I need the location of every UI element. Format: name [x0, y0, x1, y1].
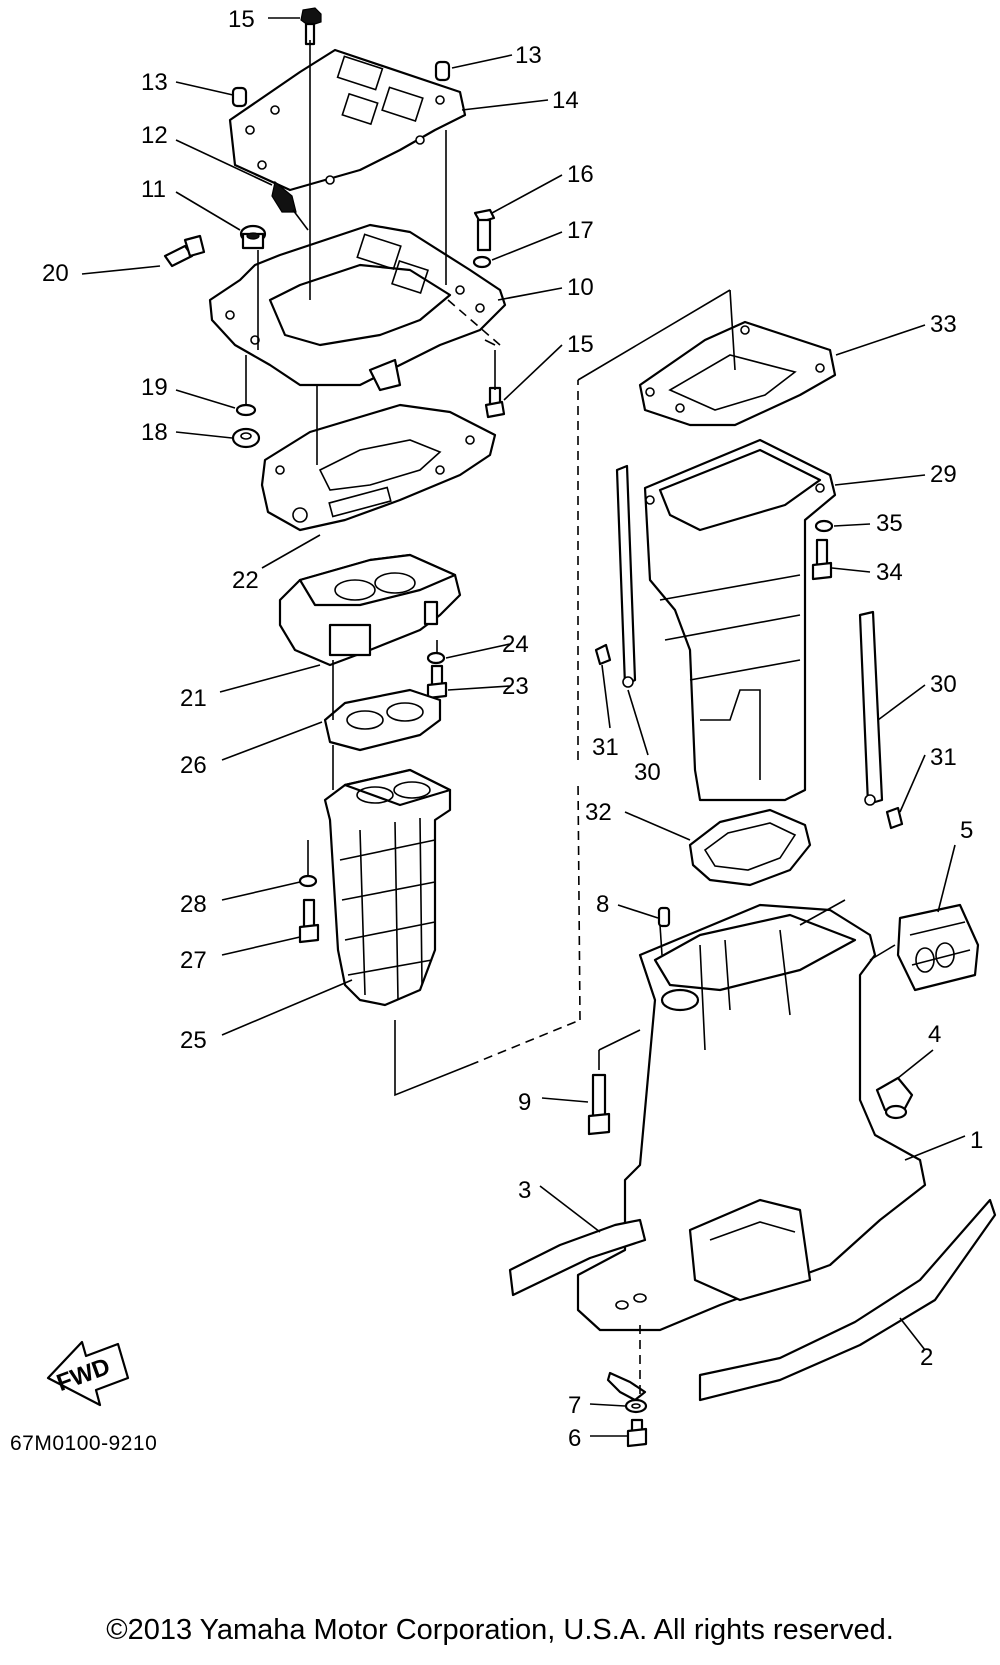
- gasket-22: [260, 403, 497, 532]
- callout-5: 5: [960, 817, 973, 844]
- grommet-4: [875, 1076, 914, 1120]
- callout-7: 7: [568, 1392, 581, 1419]
- callout-2: 2: [920, 1344, 933, 1371]
- washer-24: [426, 651, 446, 665]
- callout-24: 24: [502, 631, 529, 658]
- callout-23: 23: [502, 673, 529, 700]
- callout-25: 25: [180, 1027, 207, 1054]
- callout-21: 21: [180, 685, 207, 712]
- callout-labels: 15 13 13 14 12 11 16 17 20 10 33 15 19 1…: [42, 6, 983, 1452]
- leader-lines: [81, 17, 966, 1437]
- callout-33: 33: [930, 311, 957, 338]
- exhaust-guide-21: [278, 553, 462, 667]
- callout-9: 9: [518, 1089, 531, 1116]
- oil-pan-29: [643, 438, 837, 802]
- callout-22: 22: [232, 567, 259, 594]
- callout-13-left: 13: [141, 69, 168, 96]
- washer-19: [235, 403, 257, 417]
- seal-30-right: [858, 610, 884, 806]
- nut-18: [231, 427, 261, 449]
- bolt-34: [811, 538, 833, 581]
- callout-35: 35: [876, 510, 903, 537]
- assembly-lines: [245, 40, 896, 1395]
- grommet-11: [239, 224, 267, 250]
- clip-31-left: [594, 643, 612, 666]
- plate-10: [208, 223, 507, 392]
- callout-31-right: 31: [930, 744, 957, 771]
- callout-12: 12: [141, 122, 168, 149]
- gasket-26: [323, 688, 442, 752]
- bolt-6: [626, 1418, 648, 1448]
- gasket-33: [638, 320, 837, 427]
- exhaust-pipe-25: [323, 768, 452, 1007]
- callout-28: 28: [180, 891, 207, 918]
- callout-1: 1: [970, 1127, 983, 1154]
- bolt-9: [587, 1073, 611, 1136]
- callout-30-right: 30: [930, 671, 957, 698]
- callout-13-right: 13: [515, 42, 542, 69]
- callout-31-left: 31: [592, 734, 619, 761]
- copyright-notice: ©2013 Yamaha Motor Corporation, U.S.A. A…: [106, 1614, 894, 1646]
- bolt-27: [298, 898, 320, 944]
- seal-32: [688, 808, 812, 887]
- dowel-13-right: [434, 60, 451, 82]
- washer-35: [814, 519, 834, 533]
- diagram-code: 67M0100-9210: [10, 1432, 158, 1455]
- trim-strip-3: [508, 1218, 647, 1297]
- callout-18: 18: [141, 419, 168, 446]
- callout-8: 8: [596, 891, 609, 918]
- upper-casing-1: [576, 903, 927, 1332]
- callout-26: 26: [180, 752, 207, 779]
- gasket-14: [228, 48, 467, 192]
- bolt-16: [473, 208, 496, 252]
- callout-15-top: 15: [228, 6, 255, 33]
- callout-14: 14: [552, 87, 579, 114]
- washer-17: [472, 255, 492, 269]
- callout-11: 11: [141, 176, 166, 203]
- seal-30-left: [615, 464, 637, 688]
- callout-4: 4: [928, 1021, 941, 1048]
- washer-7: [624, 1398, 648, 1414]
- bolt-15-middle: [484, 386, 506, 419]
- fitting-20: [163, 234, 206, 268]
- callout-6: 6: [568, 1425, 581, 1452]
- callout-19: 19: [141, 374, 168, 401]
- callout-27: 27: [180, 947, 207, 974]
- callout-15-middle: 15: [567, 331, 594, 358]
- rubber-mount-5: [896, 903, 980, 992]
- dowel-13-left: [231, 86, 248, 108]
- callout-10: 10: [567, 274, 594, 301]
- sensor-12: [271, 180, 309, 231]
- callout-3: 3: [518, 1177, 531, 1204]
- callout-20: 20: [42, 260, 69, 287]
- trim-strip-2: [698, 1198, 997, 1402]
- callout-30-left: 30: [634, 759, 661, 786]
- washer-28: [298, 874, 318, 888]
- callout-32: 32: [585, 799, 612, 826]
- clip-31-right: [885, 806, 904, 830]
- dowel-8: [657, 906, 671, 928]
- callout-34: 34: [876, 559, 903, 586]
- callout-29: 29: [930, 461, 957, 488]
- callout-17: 17: [567, 217, 594, 244]
- fwd-arrow-icon: FWD: [46, 1340, 130, 1407]
- callout-16: 16: [567, 161, 594, 188]
- bolt-23: [426, 664, 448, 700]
- bolt-15-top: [300, 7, 322, 46]
